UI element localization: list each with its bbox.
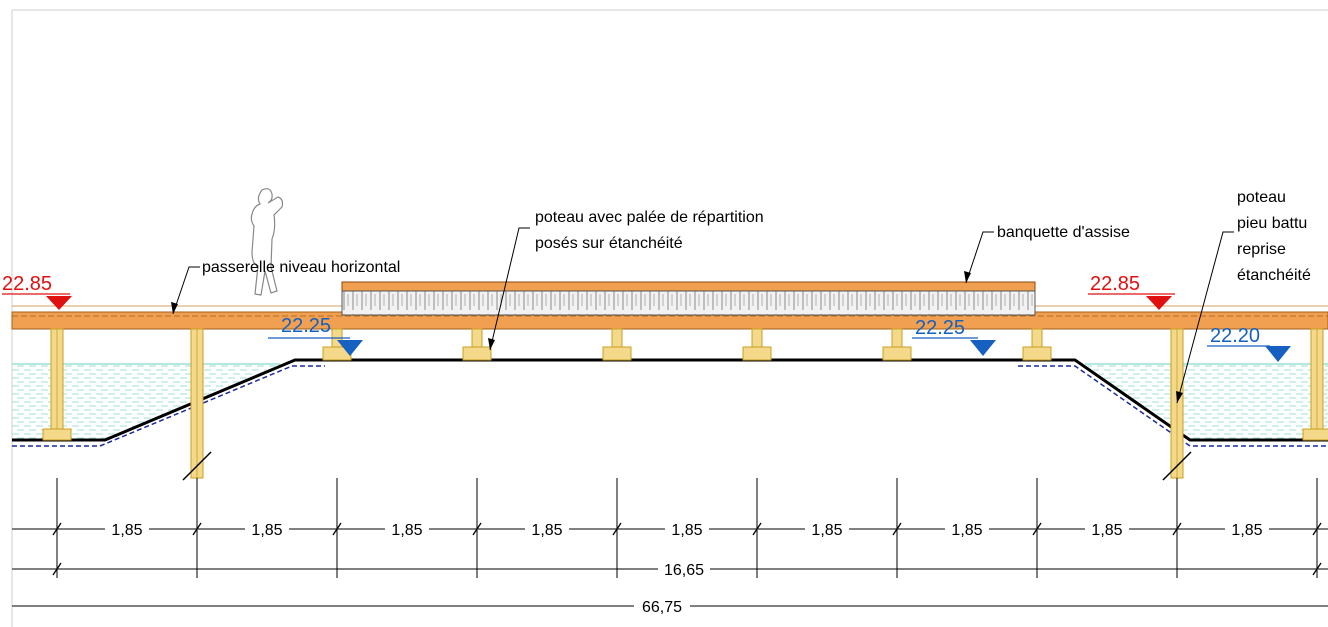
dim-label-bg xyxy=(945,520,989,538)
dim-label-total-outer: 66,75 xyxy=(642,599,682,616)
dim-label-bg xyxy=(665,520,709,538)
dim-label-total-inner: 16,65 xyxy=(664,562,704,579)
dim-tick xyxy=(1172,522,1182,536)
dim-tick xyxy=(1312,522,1322,536)
short-post xyxy=(882,328,912,361)
svg-text:22.20: 22.20 xyxy=(1210,325,1260,347)
dim-label-bay: 1,85 xyxy=(671,522,702,539)
svg-text:posés sur étanchéité: posés sur étanchéité xyxy=(535,235,683,252)
svg-text:banquette d'assise: banquette d'assise xyxy=(997,224,1130,241)
banquette-bench xyxy=(341,281,1036,316)
dim-label-bay: 1,85 xyxy=(251,522,282,539)
dim-tick xyxy=(332,522,342,536)
dim-label-bg xyxy=(1225,520,1269,538)
dim-label-bg xyxy=(105,520,149,538)
dim-tick xyxy=(52,522,62,536)
dim-label-bay: 1,85 xyxy=(1231,522,1262,539)
short-post xyxy=(742,328,772,361)
dim-label-bg xyxy=(525,520,569,538)
level-marker-right-red: 22.85 xyxy=(1088,273,1175,310)
annotation-banquette: banquette d'assise xyxy=(964,224,1130,284)
svg-text:22.85: 22.85 xyxy=(1090,273,1140,295)
dim-label-bg xyxy=(1085,520,1129,538)
water-right xyxy=(1085,363,1328,440)
waterproofing-right xyxy=(1018,365,1328,447)
dim-tick xyxy=(1312,562,1322,576)
posts-group xyxy=(42,328,1328,481)
dim-label-bay: 1,85 xyxy=(1091,522,1122,539)
svg-text:reprise: reprise xyxy=(1237,241,1286,258)
annotation-right-stack: poteau pieu battu reprise étanchéité xyxy=(1176,189,1311,404)
dim-tick xyxy=(892,522,902,536)
dim-label-bay: 1,85 xyxy=(531,522,562,539)
dim-tick xyxy=(612,522,622,536)
ground-profile xyxy=(12,358,1328,442)
dim-tick xyxy=(52,562,62,576)
level-marker-left-red: 22.85 xyxy=(2,273,72,310)
short-post xyxy=(462,328,492,361)
dim-label-bg xyxy=(634,597,690,615)
level-marker-blue-left: 22.25 xyxy=(268,315,363,356)
dim-label-bg xyxy=(245,520,289,538)
person-silhouette xyxy=(250,188,284,296)
short-post xyxy=(602,328,632,361)
dim-tick xyxy=(472,522,482,536)
dim-label-bay: 1,85 xyxy=(111,522,142,539)
pile-post xyxy=(1302,328,1328,441)
dim-tick xyxy=(192,522,202,536)
dim-tick xyxy=(752,522,762,536)
svg-text:poteau: poteau xyxy=(1237,189,1286,206)
level-marker-blue-mid: 22.25 xyxy=(912,317,996,356)
annotation-poteau-palee: poteau avec palée de répartition posés s… xyxy=(488,209,764,351)
svg-text:étanchéité: étanchéité xyxy=(1237,267,1311,284)
short-post xyxy=(1022,328,1052,361)
dim-label-bg xyxy=(385,520,429,538)
svg-text:22.25: 22.25 xyxy=(281,315,331,337)
dim-label-bay: 1,85 xyxy=(391,522,422,539)
dimension-lines: 1,85 1,85 1,85 1,85 1,85 1,85 1,85 1,85 1,85 16,6… xyxy=(12,478,1328,616)
svg-text:passerelle niveau horizontal: passerelle niveau horizontal xyxy=(202,259,400,276)
svg-text:poteau avec palée de répartiti: poteau avec palée de répartition xyxy=(535,209,764,226)
level-marker-blue-right: 22.20 xyxy=(1207,325,1291,362)
dim-label-bay: 1,85 xyxy=(811,522,842,539)
dim-tick xyxy=(1032,522,1042,536)
annotation-passerelle: passerelle niveau horizontal xyxy=(171,259,400,315)
dim-label-bg xyxy=(658,560,710,578)
dim-label-bay: 1,85 xyxy=(951,522,982,539)
svg-text:pieu battu: pieu battu xyxy=(1237,215,1307,232)
svg-text:22.85: 22.85 xyxy=(2,273,52,295)
dim-label-bg xyxy=(805,520,849,538)
svg-text:22.25: 22.25 xyxy=(915,317,965,339)
pile-post xyxy=(42,328,72,441)
